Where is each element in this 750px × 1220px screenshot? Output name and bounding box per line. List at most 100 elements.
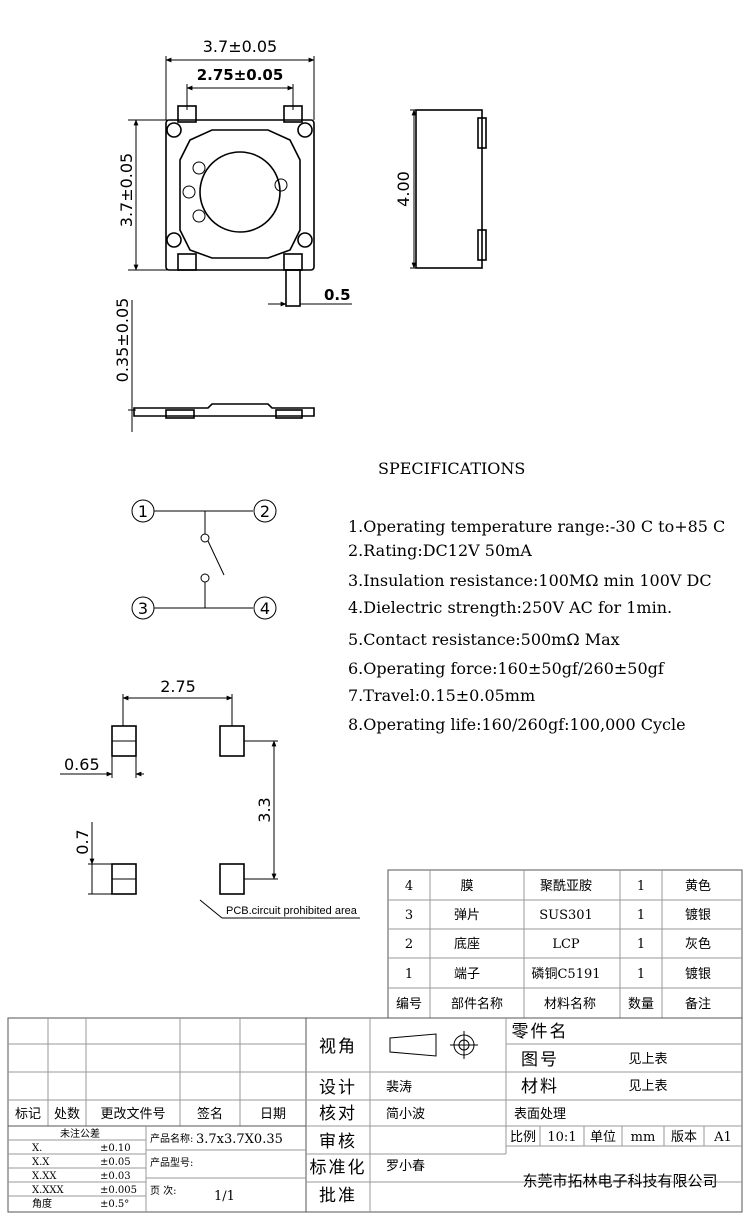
- table-cell: ±0.10: [100, 1143, 131, 1154]
- table-cell: 材料名称: [544, 996, 596, 1012]
- table-cell: 备注: [685, 996, 711, 1012]
- table-cell: 镀银: [685, 907, 711, 923]
- table-cell: 磷铜C5191: [531, 967, 600, 982]
- table-cell: 10:1: [547, 1130, 576, 1145]
- table-cell: 审核: [319, 1132, 357, 1152]
- table-cell: 更改文件号: [100, 1107, 165, 1122]
- table-cell: 膜: [460, 879, 473, 894]
- table-cell: 角度: [32, 1197, 52, 1210]
- title-block: 标记 处数 更改文件号 签名 日期 未注公差 X. ±0.10 X.X ±0.0…: [7, 1017, 743, 1213]
- table-cell: 4: [405, 879, 413, 894]
- table-cell: ±0.005: [100, 1185, 137, 1196]
- terminal-3: [131, 596, 155, 620]
- dim-pad-height: 0.7: [73, 829, 92, 854]
- terminal-2: [253, 499, 277, 523]
- table-cell: 2: [405, 937, 413, 952]
- table-cell: 弹片: [454, 908, 480, 923]
- table-cell: 表面处理: [514, 1107, 566, 1122]
- dim-width-outer: 3.7±0.05: [203, 37, 277, 56]
- pcb-prohibited-note: PCB.circuit prohibited area: [226, 905, 358, 917]
- spec-item: 8.Operating life:160/260gf:100,000 Cycle: [348, 715, 686, 734]
- spec-item: 1.Operating temperature range:-30 C to+8…: [348, 517, 725, 536]
- table-cell: 数量: [628, 997, 654, 1012]
- parts-table: 4 膜 聚酰亚胺 1 黄色 3 弹片 SUS301 1 镀银 2 底座 LCP …: [387, 869, 743, 1019]
- table-cell: 罗小春: [386, 1159, 425, 1174]
- table-cell: 比例: [510, 1130, 536, 1145]
- dim-height: 3.7±0.05: [117, 153, 136, 227]
- table-cell: ±0.03: [100, 1171, 131, 1182]
- table-cell: 日期: [260, 1107, 286, 1122]
- table-cell: SUS301: [539, 908, 593, 923]
- table-cell: 1: [637, 967, 645, 982]
- table-cell: 简小波: [386, 1106, 425, 1122]
- terminal-1: [131, 499, 155, 523]
- table-cell: 1: [637, 937, 645, 952]
- table-cell: 1: [405, 967, 413, 982]
- spec-heading: SPECIFICATIONS: [378, 459, 525, 478]
- table-cell: 端子: [454, 967, 480, 982]
- table-cell: 裴涛: [386, 1079, 412, 1095]
- spec-item: 4.Dielectric strength:250V AC for 1min.: [348, 598, 672, 617]
- table-cell: 视角: [319, 1037, 357, 1057]
- table-cell: mm: [631, 1130, 656, 1145]
- table-cell: 处数: [54, 1107, 80, 1122]
- table-cell: 2: [260, 502, 270, 521]
- table-cell: 4: [260, 599, 270, 618]
- table-cell: 底座: [454, 936, 480, 952]
- table-cell: 核对: [319, 1104, 357, 1124]
- dim-pitch-x: 2.75: [160, 677, 196, 696]
- table-cell: 见上表: [628, 1052, 667, 1067]
- spec-item: 5.Contact resistance:500mΩ Max: [348, 630, 620, 649]
- table-cell: LCP: [552, 937, 580, 952]
- table-cell: 标准化: [310, 1158, 367, 1178]
- dim-side-height: 4.00: [394, 171, 413, 207]
- table-cell: 编号: [396, 997, 422, 1012]
- projection-symbol-icon: [389, 1031, 478, 1059]
- table-cell: 标记: [15, 1107, 41, 1122]
- table-cell: 3: [138, 599, 148, 618]
- spec-list: 1.Operating temperature range:-30 C to+8…: [348, 517, 725, 734]
- table-cell: 灰色: [685, 936, 711, 952]
- table-cell: 1/1: [214, 1189, 235, 1204]
- table-cell: 黄色: [685, 878, 711, 894]
- table-cell: 镀银: [685, 966, 711, 982]
- table-cell: 1: [138, 502, 148, 521]
- terminal-4: [253, 596, 277, 620]
- table-cell: 聚酰亚胺: [540, 879, 592, 894]
- dim-pitch-y: 3.3: [255, 797, 274, 822]
- table-cell: X.: [32, 1143, 42, 1154]
- table-cell: X.X: [32, 1157, 50, 1168]
- pcb-layout: 2.75 0.65 0.7 3.3 PCB.circuit prohibited…: [60, 677, 360, 919]
- switch-schematic: 1 2 3 4: [131, 499, 277, 620]
- table-cell: 单位: [590, 1130, 616, 1145]
- table-cell: ±0.5°: [100, 1199, 129, 1210]
- table-cell: 见上表: [628, 1079, 667, 1094]
- table-cell: 零件名: [512, 1022, 569, 1042]
- table-cell: X.XXX: [32, 1185, 65, 1196]
- table-cell: 产品名称:: [150, 1132, 193, 1145]
- spec-item: 3.Insulation resistance:100MΩ min 100V D…: [348, 571, 712, 590]
- table-cell: 版本: [671, 1130, 697, 1145]
- table-cell: 材料: [521, 1077, 559, 1097]
- table-cell: 1: [637, 908, 645, 923]
- table-cell: 1: [637, 879, 645, 894]
- dim-pad-width: 0.65: [64, 755, 100, 774]
- profile-view: 0.35±0.05: [113, 298, 315, 432]
- dim-profile-thickness: 0.35±0.05: [113, 298, 132, 383]
- table-cell: X.XX: [32, 1171, 57, 1182]
- spec-item: 2.Rating:DC12V 50mA: [348, 541, 532, 560]
- table-cell: 批准: [319, 1186, 357, 1206]
- dim-terminal-width: 0.5: [324, 286, 351, 304]
- company-name: 东莞市拓林电子科技有限公司: [522, 1172, 717, 1190]
- dim-width-inner: 2.75±0.05: [197, 66, 284, 84]
- table-cell: A1: [713, 1130, 732, 1145]
- top-view: 3.7±0.05 2.75±0.05 3.7±0.05 0.5: [117, 37, 352, 307]
- spec-item: 6.Operating force:160±50gf/260±50gf: [348, 659, 665, 678]
- table-cell: 图号: [521, 1050, 559, 1070]
- table-cell: 页 次:: [150, 1184, 177, 1197]
- table-cell: 设计: [319, 1078, 357, 1098]
- table-cell: 未注公差: [60, 1127, 100, 1140]
- table-cell: 3: [405, 908, 413, 923]
- side-view: 4.00: [394, 109, 487, 269]
